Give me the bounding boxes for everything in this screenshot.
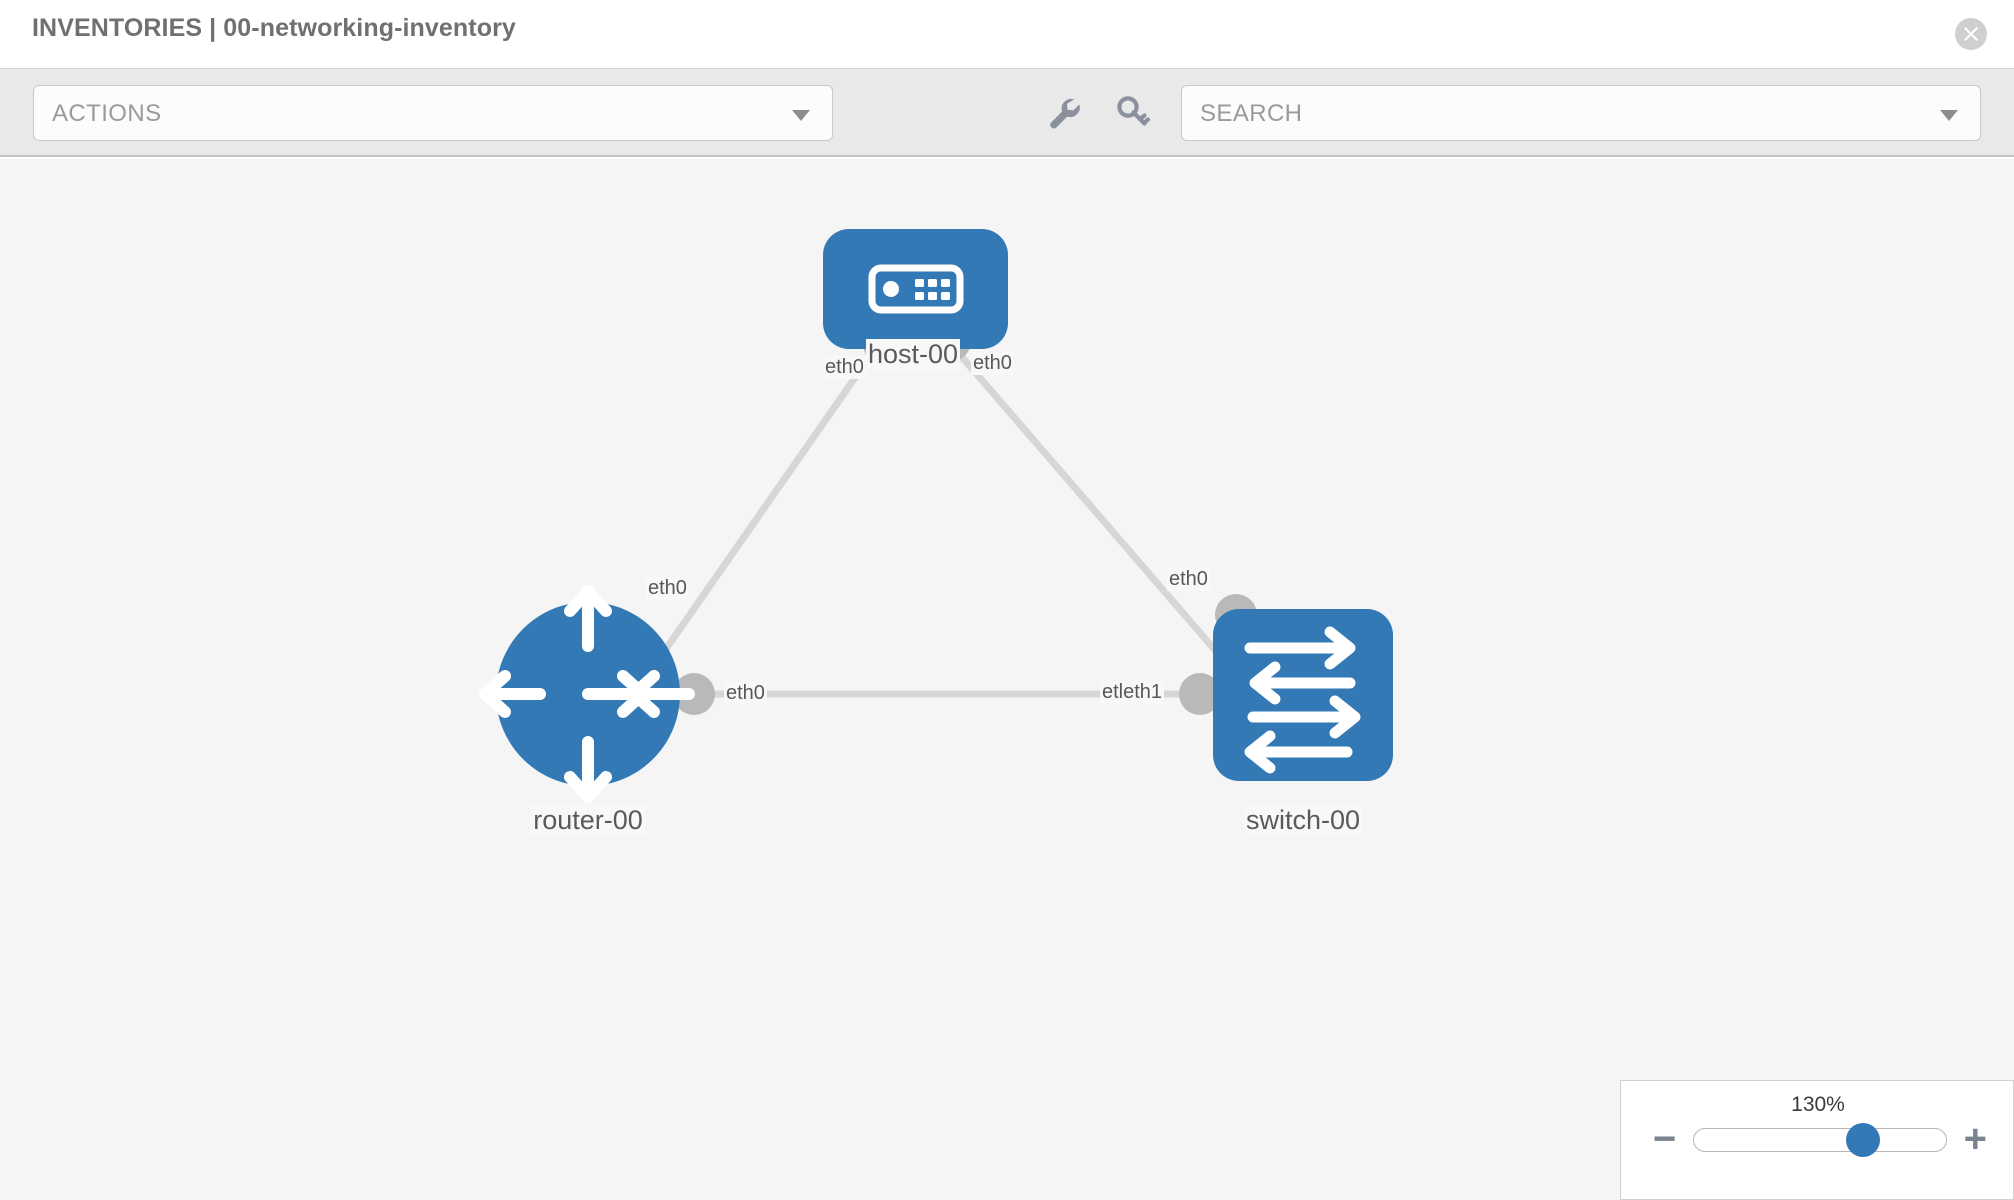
server-icon bbox=[868, 264, 964, 314]
node-host-00[interactable] bbox=[823, 229, 1008, 349]
topology-graph bbox=[479, 229, 1393, 803]
actions-dropdown-label: ACTIONS bbox=[52, 100, 162, 127]
wrench-icon[interactable] bbox=[1043, 91, 1087, 135]
node-label-switch-00: switch-00 bbox=[1243, 805, 1363, 836]
iface-label: eth0 bbox=[646, 577, 689, 600]
actions-dropdown[interactable]: ACTIONS bbox=[33, 85, 833, 141]
iface-label: eth0 bbox=[1167, 568, 1210, 591]
chevron-down-icon bbox=[792, 110, 810, 121]
node-router-00[interactable] bbox=[479, 585, 695, 803]
switch-arrows-icon bbox=[1244, 626, 1361, 774]
search-placeholder: SEARCH bbox=[1200, 100, 1303, 127]
chevron-down-icon[interactable] bbox=[1940, 110, 1958, 121]
topology-canvas[interactable]: host-00 router-00 switch-00 eth0 eth0 et… bbox=[0, 159, 2014, 1200]
router-arrows-icon bbox=[479, 585, 695, 803]
zoom-control-panel: 130% − + bbox=[1620, 1080, 2014, 1200]
toolbar: ACTIONS SEARCH bbox=[0, 69, 2014, 157]
iface-label: etleth1 bbox=[1100, 681, 1165, 704]
iface-label: eth0 bbox=[971, 352, 1014, 375]
connector-switch00-west bbox=[1179, 673, 1221, 715]
zoom-in-button[interactable]: + bbox=[1963, 1117, 1987, 1161]
iface-label: eth0 bbox=[724, 682, 767, 705]
key-icon[interactable] bbox=[1110, 91, 1154, 135]
zoom-slider-thumb[interactable] bbox=[1845, 1123, 1880, 1157]
link-host00-router00 bbox=[642, 346, 878, 682]
close-icon[interactable] bbox=[1955, 18, 1987, 50]
node-label-host-00: host-00 bbox=[865, 339, 961, 370]
search-input[interactable]: SEARCH bbox=[1181, 85, 1981, 141]
zoom-out-button[interactable]: − bbox=[1653, 1117, 1677, 1161]
link-host00-switch00 bbox=[952, 346, 1243, 682]
zoom-slider-track[interactable] bbox=[1693, 1123, 1947, 1157]
node-switch-00[interactable] bbox=[1213, 609, 1393, 781]
zoom-level-value: 130% bbox=[1791, 1093, 1845, 1116]
page-header: INVENTORIES | 00-networking-inventory bbox=[0, 0, 2014, 69]
iface-label: eth0 bbox=[823, 356, 866, 379]
node-label-router-00: router-00 bbox=[531, 805, 645, 836]
page-title: INVENTORIES | 00-networking-inventory bbox=[32, 14, 516, 42]
link-layer bbox=[642, 346, 1243, 698]
